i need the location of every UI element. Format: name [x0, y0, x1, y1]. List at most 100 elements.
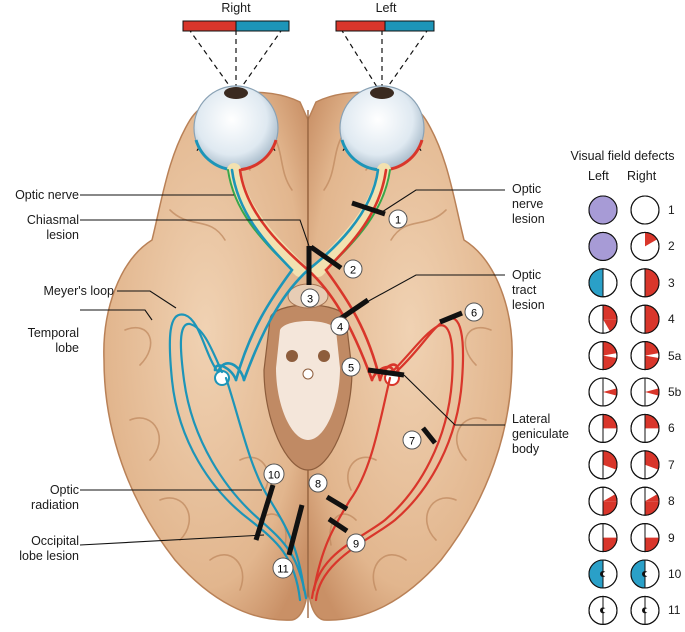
lesion-markers: 1 2 3 4 5 6 7 8 9 10 11: [263, 209, 484, 579]
left-field-4: [588, 304, 618, 334]
lgb-line-2: geniculate: [512, 427, 569, 441]
vf-row-number: 9: [668, 530, 675, 545]
left-field-8: [588, 486, 618, 516]
field-outline: [630, 231, 660, 261]
lgb-line-1: Lateral: [512, 412, 551, 426]
field-defect: [645, 355, 659, 370]
field-defect: [645, 268, 659, 297]
left-field-3: [588, 268, 618, 298]
vf-row-number: 7: [668, 457, 675, 472]
field-outline: [588, 231, 618, 261]
right-field-8: [630, 486, 660, 516]
field-defect: [645, 414, 659, 429]
optic-tract-lesion-line-3: lesion: [512, 298, 545, 312]
temporal-lobe-line-1: Temporal: [27, 326, 79, 340]
vf-row-number: 5a: [668, 348, 682, 363]
left-eye-field-bar: [335, 20, 435, 32]
occipital-lobe-lesion-label: Occipital lobe lesion: [0, 534, 79, 564]
svg-text:5: 5: [348, 363, 354, 375]
field-defect: [603, 388, 617, 396]
vf-row-number: 6: [668, 421, 675, 436]
lesion-marker: 10: [263, 463, 285, 485]
svg-text:1: 1: [395, 215, 401, 227]
left-field-11: [588, 595, 618, 625]
field-defect: [645, 450, 659, 470]
left-field-9: [588, 523, 618, 553]
vf-row-number: 5b: [668, 385, 682, 399]
macular-center: [603, 572, 607, 576]
svg-text:3: 3: [307, 294, 313, 306]
optic-radiation-label: Optic radiation: [0, 483, 79, 513]
left-field-6: [588, 413, 618, 443]
left-field-5b: [588, 377, 618, 407]
vf-row-number: 8: [668, 494, 675, 509]
left-field-7: [588, 450, 618, 480]
field-outline: [588, 195, 618, 225]
svg-text:8: 8: [315, 479, 321, 491]
field-defect: [589, 196, 617, 224]
right-field-9: [630, 523, 660, 553]
lateral-geniculate-body-label: Lateral geniculate body: [512, 412, 569, 457]
left-eye-label: Left: [375, 1, 397, 15]
optic-nerve-lesion-line-3: lesion: [512, 212, 545, 226]
lesion-marker: 7: [402, 430, 422, 450]
vf-row-number: 3: [668, 275, 675, 290]
optic-nerve-label: Optic nerve: [0, 188, 79, 203]
field-defect: [645, 537, 659, 552]
lesion-bars: [253, 200, 463, 556]
macular-center: [603, 608, 607, 613]
field-defect: [589, 560, 603, 588]
vf-row-number: 1: [668, 203, 675, 217]
optic-radiation-line-2: radiation: [31, 498, 79, 512]
optic-tract-lesion-label: Optic tract lesion: [512, 268, 545, 313]
right-eye-label: Right: [221, 1, 251, 15]
field-defect: [603, 414, 617, 429]
temporal-lobe-label: Temporal lobe: [0, 326, 79, 356]
lesion-marker: 8: [308, 473, 328, 493]
svg-text:2: 2: [350, 265, 356, 277]
field-defect: [603, 494, 617, 502]
occipital-lesion-line-2: lobe lesion: [19, 549, 79, 563]
lesion-marker: 1: [388, 209, 408, 229]
right-field-5a: [630, 341, 660, 371]
meyers-loop-label: Meyer's loop: [0, 284, 114, 299]
left-field-2: [588, 231, 618, 261]
field-defect: [603, 341, 617, 356]
right-eye-field-bar: [182, 20, 290, 32]
right-eye: [193, 85, 279, 172]
field-defect: [603, 355, 617, 370]
lesion-marker: 11: [272, 557, 294, 579]
macular-center: [645, 572, 649, 576]
optic-tract-lesion-line-1: Optic: [512, 268, 542, 282]
brain: [103, 91, 513, 621]
right-field-4: [630, 304, 660, 334]
macular-center: [645, 608, 649, 613]
right-field-5b: [630, 377, 660, 407]
svg-text:7: 7: [409, 436, 415, 448]
right-field-6: [630, 413, 660, 443]
leader-lines: [79, 189, 505, 546]
optic-nerve-lesion-line-1: Optic: [512, 182, 542, 196]
field-defect: [645, 305, 659, 334]
meyers-loop-label-text: Meyer's loop: [43, 284, 114, 298]
vf-row-number: 11: [668, 603, 681, 618]
optic-nerve-label-text: Optic nerve: [15, 188, 79, 202]
left-field-10: [588, 559, 618, 589]
vf-left-header: Left: [588, 169, 609, 183]
optic-radiation-line-1: Optic: [49, 483, 79, 497]
right-field-7: [630, 450, 660, 480]
right-field-2: [630, 231, 660, 261]
temporal-lobe-line-2: lobe: [55, 341, 79, 355]
field-defect: [645, 388, 660, 396]
field-defect: [645, 494, 659, 502]
svg-text:6: 6: [471, 308, 477, 320]
field-defect: [603, 305, 617, 320]
field-defect: [631, 560, 645, 588]
svg-text:10: 10: [268, 470, 280, 482]
svg-text:4: 4: [337, 322, 343, 334]
visual-field-defects-title: Visual field defects: [570, 149, 675, 163]
right-field-10: [630, 559, 660, 589]
right-field-11: [630, 595, 660, 625]
field-defect: [589, 232, 617, 261]
lesion-marker: 3: [300, 288, 320, 308]
